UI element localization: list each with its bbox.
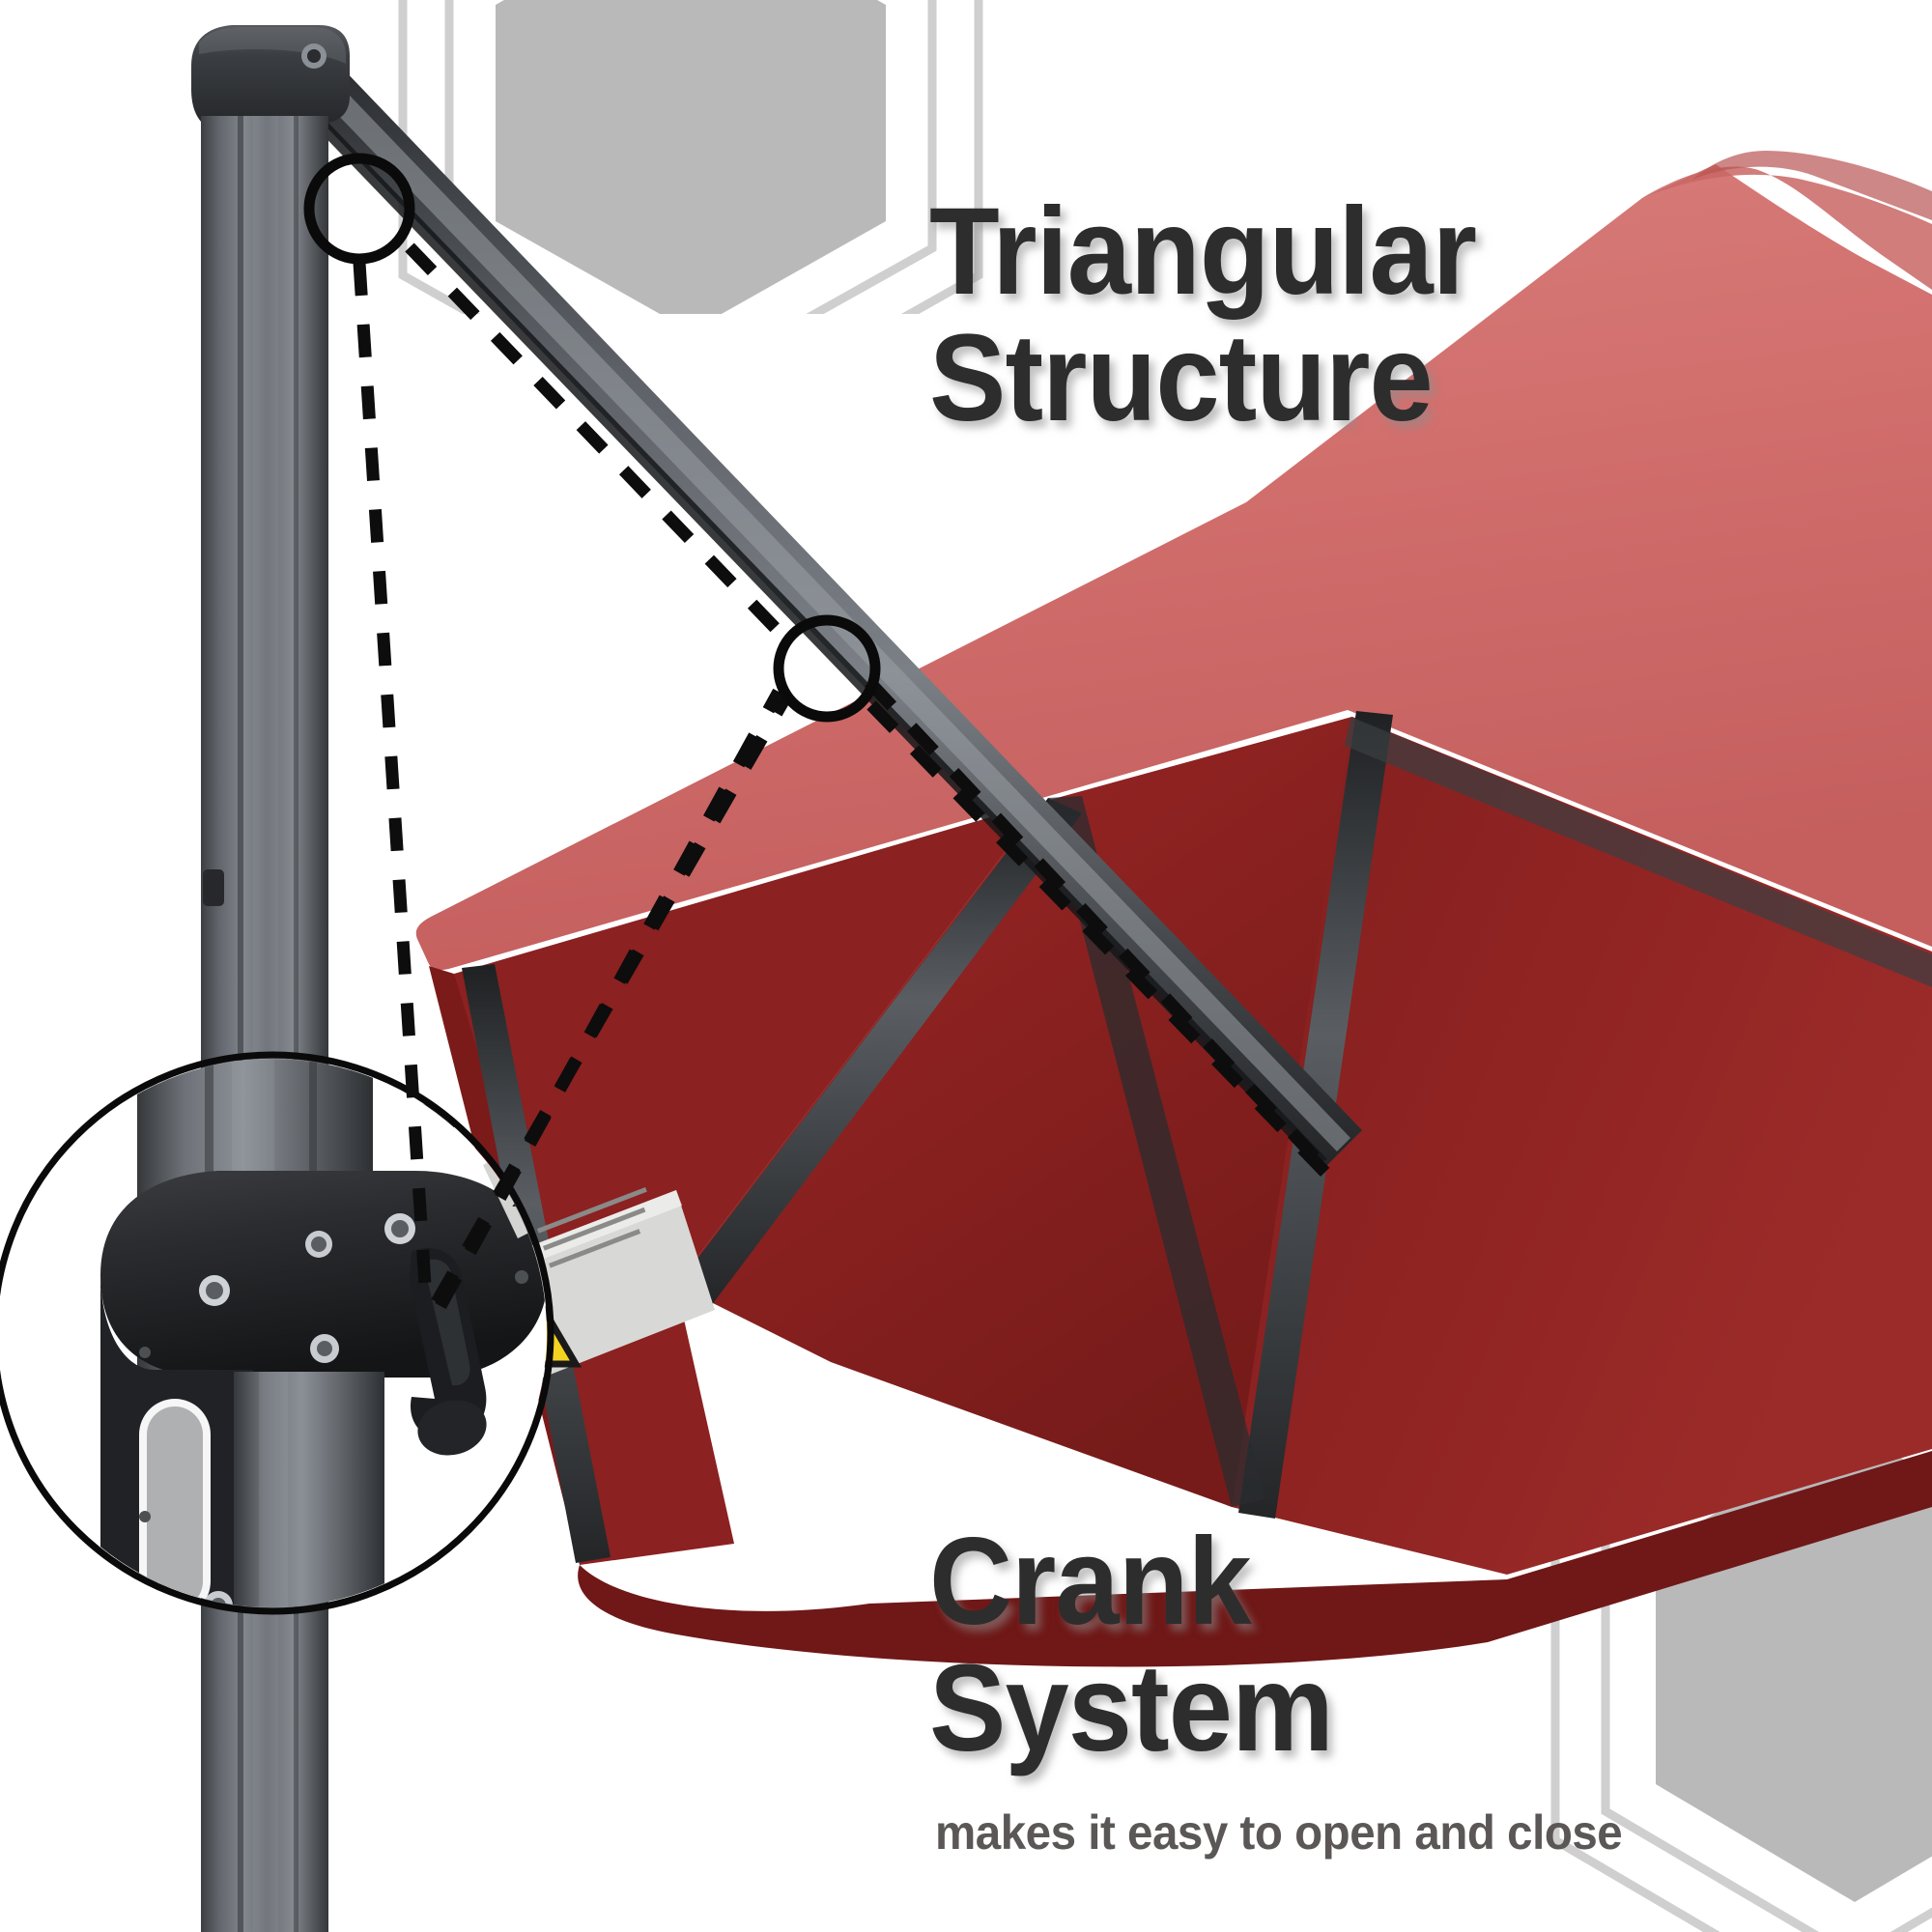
zoom-pole-front: [234, 1372, 384, 1607]
canopy-peak-shadow: [1692, 151, 1932, 220]
crank-handle-slot: [139, 1399, 211, 1607]
pole-seam-right: [294, 116, 298, 1932]
canopy-peak-fold: [1642, 166, 1932, 290]
pole-seam-left: [238, 116, 243, 1932]
hub-bracket-highlight: [199, 27, 346, 64]
heading-crank-system: Crank System: [929, 1519, 1334, 1777]
heading-triangular-line1: Triangular: [929, 183, 1477, 321]
canopy-top-surface: [415, 164, 1932, 970]
heading-crank-line1: Crank: [929, 1513, 1252, 1651]
heading-triangular-structure: Triangular Structure: [929, 188, 1477, 447]
pole-specular: [253, 116, 278, 1932]
canopy-bottom-edge: [578, 1451, 1932, 1667]
hexagon-watermark-top: [382, 0, 1000, 314]
heading-crank-line2: System: [929, 1638, 1334, 1777]
main-pole: [201, 116, 328, 1932]
crank-magnifier-ring: [0, 1051, 554, 1615]
subtitle-crank-system: makes it easy to open and close: [935, 1805, 1623, 1860]
heading-triangular-line2: Structure: [929, 308, 1434, 447]
canopy-rib-5: [1345, 717, 1932, 987]
hub-bolt-inner: [307, 49, 321, 63]
pole-tab: [203, 869, 224, 906]
